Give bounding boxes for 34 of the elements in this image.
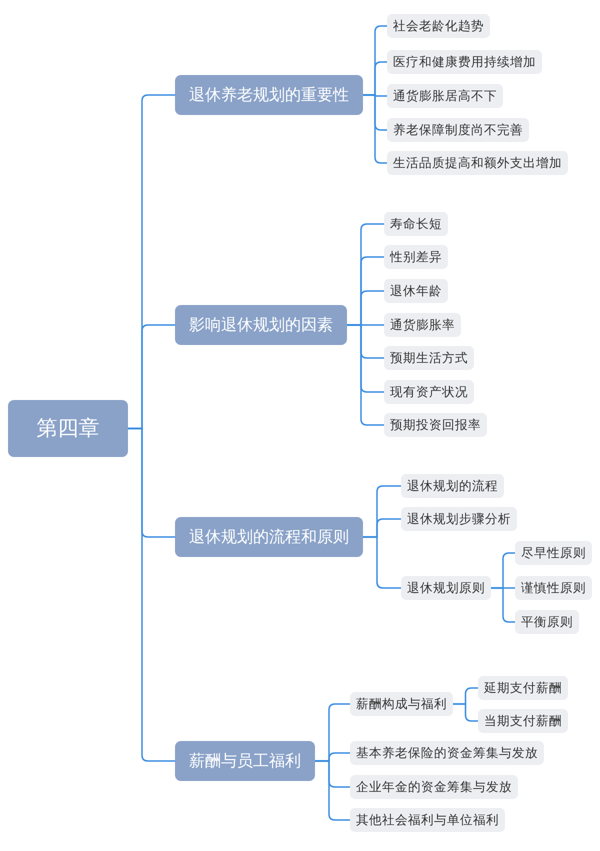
chapter-box: 第四章 [8,400,128,456]
subtopic-box: 平衡原则 [515,610,579,634]
subtopic-box: 退休规划原则 [401,576,491,600]
subtopic-box: 医疗和健康费用持续增加 [387,50,542,74]
topic-box: 退休规划的流程和原则 [175,517,363,557]
connector-line [363,536,401,589]
subtopic-box: 基本养老保险的资金筹集与发放 [350,741,544,765]
subtopic-box: 退休规划的流程 [401,474,504,498]
subtopic-box: 当期支付薪酬 [478,709,568,733]
connector-line [315,760,350,821]
topic-box: 影响退休规划的因素 [175,305,347,345]
connector-line [347,324,384,426]
subtopic-box: 企业年金的资金筹集与发放 [350,775,518,799]
subtopic-box: 现有资产状况 [384,380,474,404]
connector-line [453,703,478,722]
subtopic-box: 通货膨胀率 [384,313,461,337]
connector-line [128,428,175,762]
subtopic-box: 退休规划步骤分析 [401,507,517,531]
subtopic-box: 退休年龄 [384,279,448,303]
subtopic-box: 其他社会福利与单位福利 [350,808,505,832]
subtopic-box: 寿命长短 [384,212,448,236]
subtopic-box: 生活品质提高和额外支出增加 [387,151,568,175]
topic-box: 退休养老规划的重要性 [175,75,363,115]
subtopic-box: 通货膨胀居高不下 [387,84,503,108]
subtopic-box: 谨慎性原则 [515,576,592,600]
subtopic-box: 社会老龄化趋势 [387,14,490,38]
subtopic-box: 预期生活方式 [384,346,474,370]
subtopic-box: 预期投资回报率 [384,413,487,437]
subtopic-box: 尽早性原则 [515,541,592,565]
subtopic-box: 薪酬构成与福利 [350,692,453,716]
subtopic-box: 性别差异 [384,245,448,269]
subtopic-box: 养老保障制度尚不完善 [387,118,529,142]
topic-box: 薪酬与员工福利 [175,741,315,781]
subtopic-box: 延期支付薪酬 [478,676,568,700]
